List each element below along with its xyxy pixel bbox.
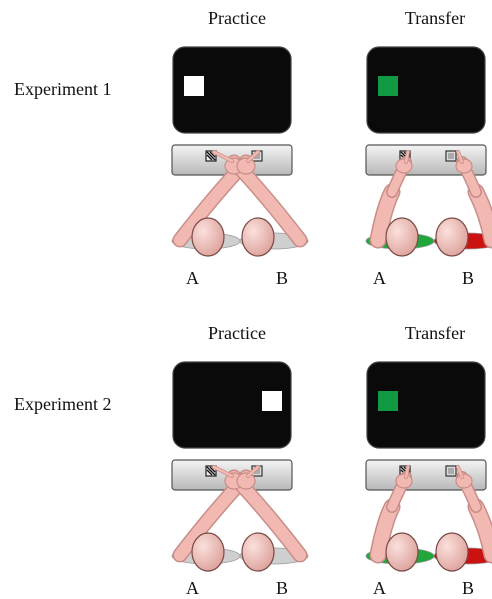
exp1-transfer-panel (364, 44, 492, 284)
exp2-practice-key-b-label: B (276, 578, 289, 598)
left-head (191, 217, 225, 257)
exp2-transfer-key-b-label: B (462, 578, 475, 598)
exp2-label: Experiment 2 (14, 394, 112, 414)
exp1-practice-key-a-label: A (186, 268, 199, 288)
monitor-screen (172, 361, 292, 449)
monitor-screen (172, 46, 292, 134)
exp1-practice-panel (170, 44, 310, 284)
stimulus-square (378, 76, 398, 96)
exp1-practice-title: Practice (208, 8, 266, 28)
left-head (385, 217, 419, 257)
left-head (191, 532, 225, 572)
exp1-transfer-key-a-label: A (373, 268, 386, 288)
stimulus-square (184, 76, 204, 96)
exp2-transfer-panel (364, 359, 492, 599)
stimulus-square (262, 391, 282, 411)
right-head (435, 532, 469, 572)
exp2-transfer-key-a-label: A (373, 578, 386, 598)
crossed-hands (172, 465, 308, 563)
left-head (385, 532, 419, 572)
monitor-screen (366, 361, 486, 449)
monitor-screen (366, 46, 486, 134)
exp2-practice-panel (170, 359, 310, 599)
right-head (241, 217, 275, 257)
exp2-transfer-title: Transfer (404, 323, 466, 343)
exp1-transfer-key-b-label: B (462, 268, 475, 288)
exp2-practice-key-a-label: A (186, 578, 199, 598)
uncrossed-hands (369, 465, 492, 564)
exp2-practice-title: Practice (208, 323, 266, 343)
uncrossed-hands (369, 150, 492, 249)
crossed-hands (172, 150, 308, 248)
exp1-label: Experiment 1 (14, 79, 112, 99)
exp1-practice-key-b-label: B (276, 268, 289, 288)
stimulus-square (378, 391, 398, 411)
right-head (435, 217, 469, 257)
exp1-transfer-title: Transfer (404, 8, 466, 28)
right-head (241, 532, 275, 572)
